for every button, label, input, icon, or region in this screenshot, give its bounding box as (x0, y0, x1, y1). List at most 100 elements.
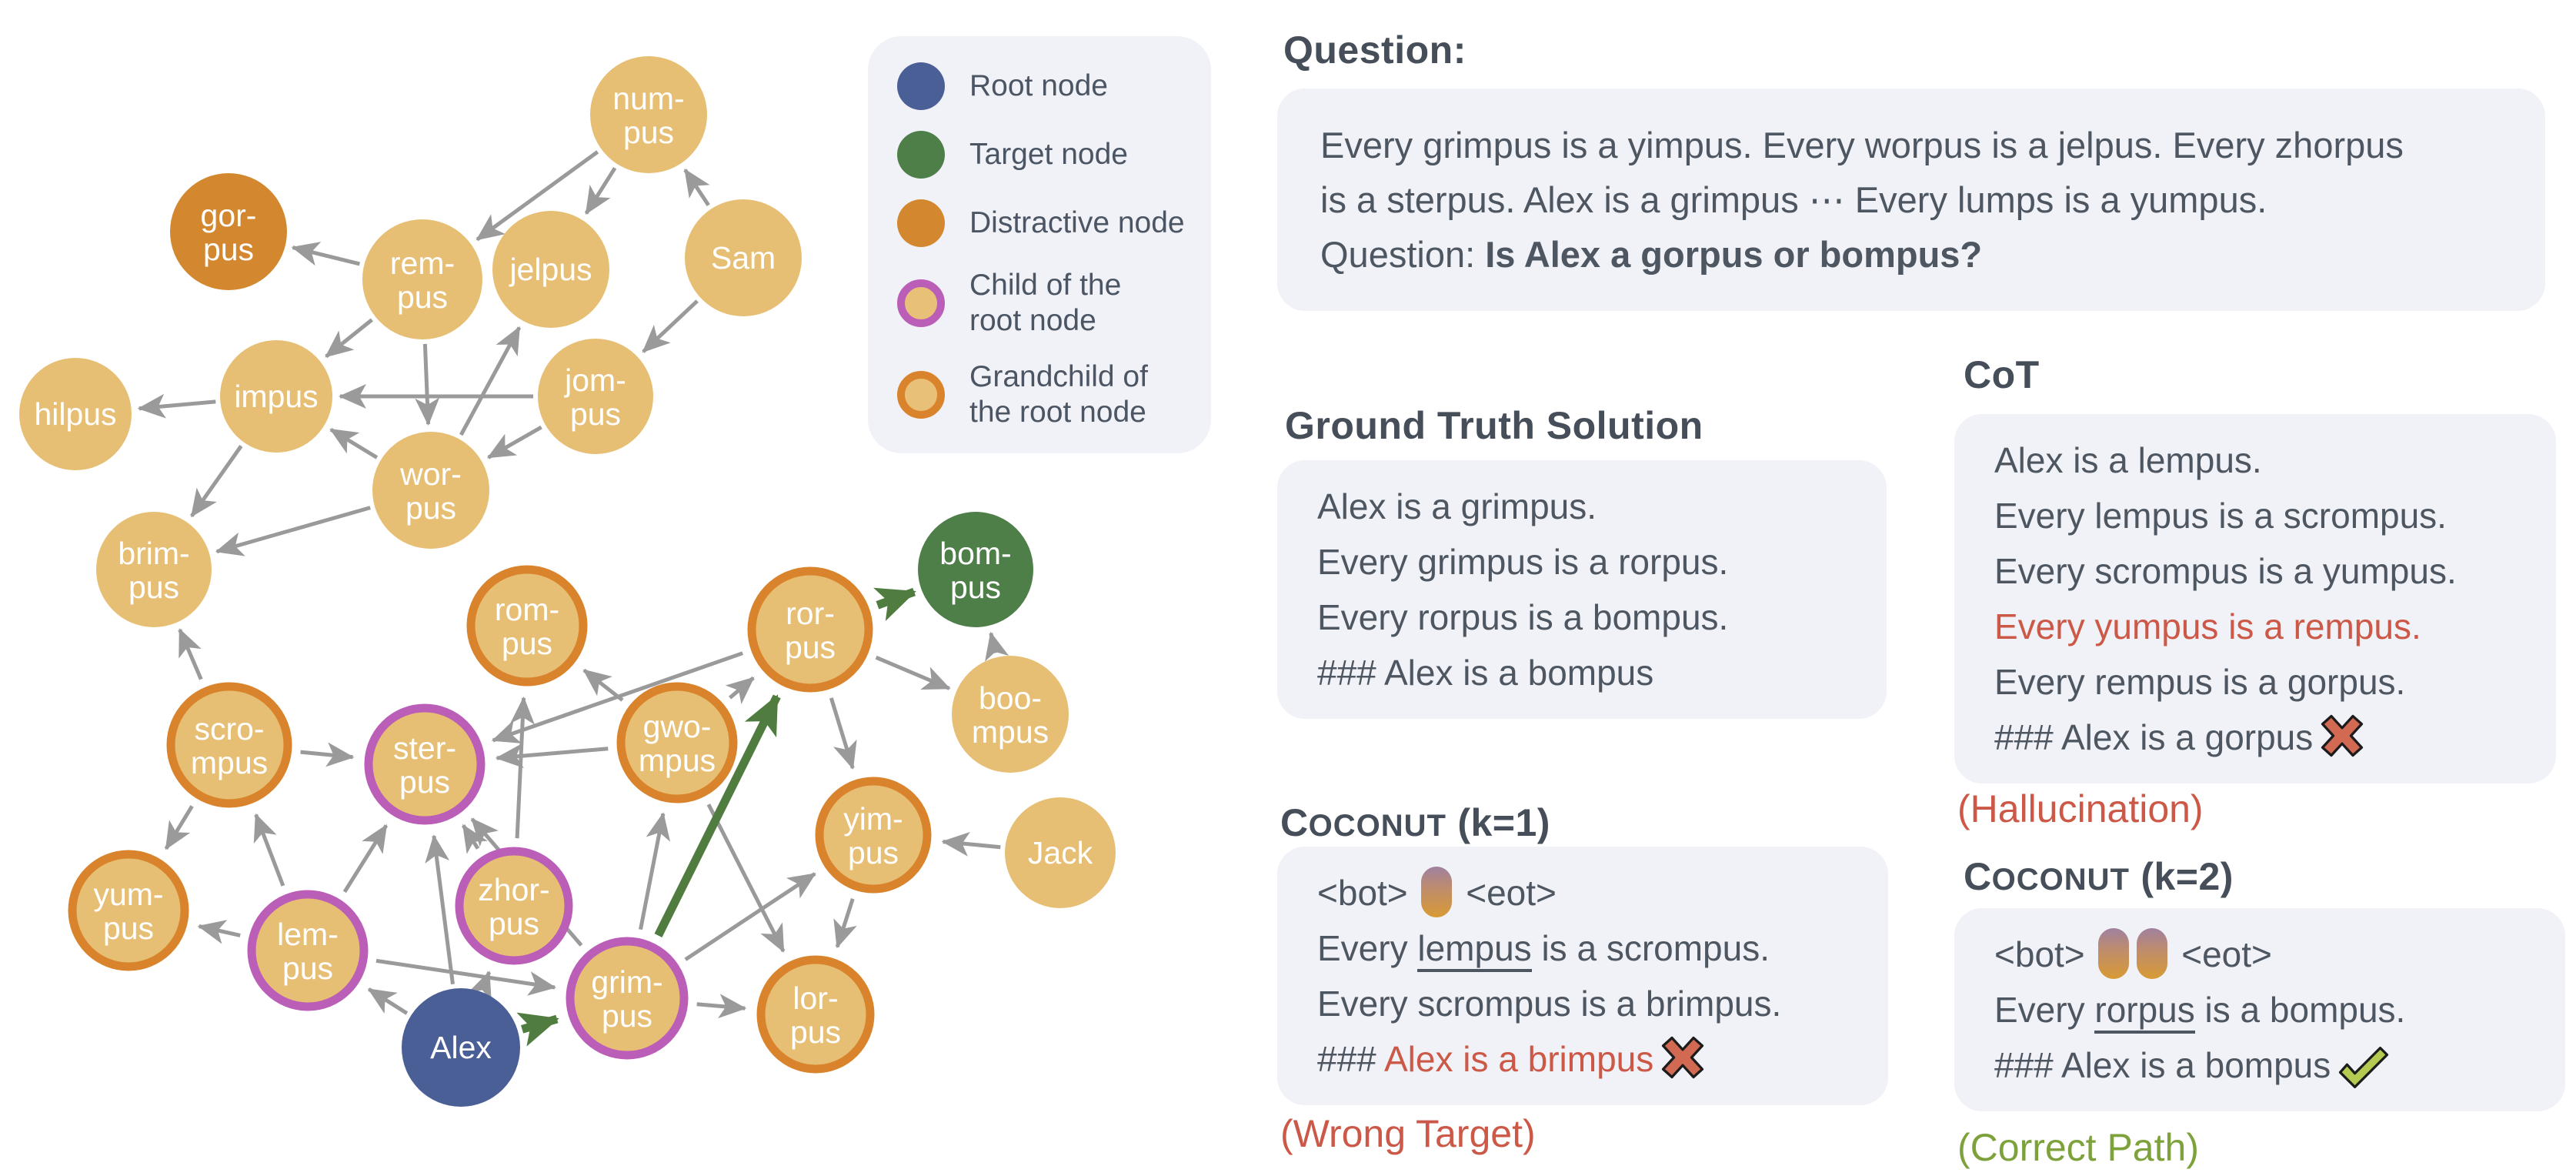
edge-numpus-rempus (475, 150, 599, 242)
edge-rempus-worpus (415, 343, 440, 426)
graph-node-yimpus: yim-pus (815, 777, 932, 894)
svg-text:gwo-mpus: gwo-mpus (639, 709, 716, 778)
graph-node-jompus: jom-pus (538, 339, 653, 454)
edge-rempus-gorpus (291, 242, 360, 266)
edge-gwompus-sterpus (495, 743, 609, 769)
graph-node-sterpus: ster-pus (364, 703, 486, 825)
coconut-k2-bubble: <bot> <eot>Every rorpus is a bompus.### … (1954, 908, 2565, 1111)
text-line: Question: Is Alex a gorpus or bompus? (1320, 234, 1983, 275)
edge-Sam-numpus (683, 169, 710, 206)
edge-lempus-sterpus (342, 824, 389, 894)
svg-text:rom-pus: rom-pus (495, 592, 559, 661)
graph-node-boompus: boo-mpus (952, 656, 1069, 773)
svg-text:ster-pus: ster-pus (393, 730, 456, 800)
edge-zhorpus-sterpus (461, 824, 488, 854)
edge-grimpus-yimpus (684, 872, 816, 961)
legend-item-root: Root node (897, 62, 1188, 110)
legend-label: Target node (969, 137, 1128, 171)
text-line: Alex is a lempus. (1994, 440, 2262, 480)
edge-scrompus-yumpus (164, 805, 194, 850)
check-icon (2339, 1046, 2389, 1089)
svg-text:wor-pus: wor-pus (399, 456, 462, 526)
edge-Alex-lempus (367, 987, 409, 1015)
graph-node-scrompus: scro-mpus (166, 682, 292, 808)
edge-scrompus-sterpus (300, 742, 355, 767)
graph-node-rompus: rom-pus (466, 565, 588, 687)
svg-text:Jack: Jack (1028, 835, 1093, 870)
text-line: Every rorpus is a bompus. (1994, 982, 2525, 1037)
graph-node-gwompus: gwo-mpus (616, 682, 738, 803)
graph-node-hilpus: hilpus (19, 358, 132, 470)
svg-text:impus: impus (234, 379, 318, 414)
text-line: ### Alex is a bompus (1994, 1037, 2525, 1093)
graph-nodes: num-pus gor-pus rem-pus jelpus Sam impus jom-p… (19, 56, 1116, 1107)
svg-text:brim-pus: brim-pus (118, 536, 189, 605)
text-line: Every scrompus is a yumpus. (1994, 551, 2457, 591)
question-title: Question: (1283, 28, 1467, 72)
text-line: Every lempus is a scrompus. (1994, 496, 2447, 536)
coconut-k2-caption: (Correct Path) (1957, 1126, 2199, 1169)
edge-Jack-yimpus (941, 831, 1001, 857)
svg-text:bom-pus: bom-pus (939, 536, 1011, 605)
question-bubble: Every grimpus is a yimpus. Every worpus … (1277, 89, 2545, 311)
graph-node-Sam: Sam (685, 199, 802, 316)
edge-lempus-scrompus (253, 813, 285, 887)
graph-node-numpus: num-pus (590, 56, 707, 173)
graph-edges-green (516, 587, 916, 1047)
text-line: <bot> <eot> (1994, 927, 2525, 982)
cot-bubble: Alex is a lempus. Every lempus is a scrom… (1954, 414, 2556, 783)
child-node-swatch-icon (897, 279, 945, 328)
edge-rorpus-boompus (875, 655, 951, 690)
edge-Alex-sterpus (425, 834, 455, 985)
relationship-graph: num-pus gor-pus rem-pus jelpus Sam impus jom-p… (19, 56, 1116, 1107)
text-line: ### Alex is a brimpus (1317, 1031, 1848, 1087)
graph-node-rorpus: ror-pus (747, 566, 873, 693)
svg-text:ror-pus: ror-pus (785, 596, 836, 665)
svg-text:Sam: Sam (711, 240, 776, 276)
graph-node-jelpus: jelpus (492, 211, 609, 328)
text-line: Every lempus is a scrompus. (1317, 920, 1848, 976)
thought-pill-icon (2098, 928, 2130, 979)
text-line: Every yumpus is a rempus. (1994, 606, 2421, 646)
graph-node-Jack: Jack (1005, 797, 1116, 908)
svg-text:zhor-pus: zhor-pus (478, 872, 549, 941)
graph-node-gorpus: gor-pus (170, 173, 287, 290)
graph-node-worpus: wor-pus (372, 432, 489, 549)
edge-Alex-grimpus (516, 1012, 559, 1047)
svg-text:lem-pus: lem-pus (277, 917, 339, 986)
text-line: <bot> <eot> (1317, 865, 1848, 920)
svg-text:num-pus: num-pus (612, 81, 684, 150)
edge-lempus-grimpus (375, 958, 556, 996)
edge-worpus-impus (329, 427, 379, 459)
coconut-k2-title: COCONUT (k=2) (1964, 855, 2234, 898)
text-line: Every rempus is a gorpus. (1994, 662, 2406, 702)
svg-text:grim-pus: grim-pus (591, 964, 662, 1034)
text-line: Every grimpus is a yimpus. Every worpus … (1320, 125, 2404, 165)
text-line: is a sterpus. Alex is a grimpus ⋯ Every … (1320, 179, 2267, 220)
cross-icon (1662, 1036, 1704, 1079)
edge-worpus-brimpus (215, 506, 371, 556)
svg-text:hilpus: hilpus (34, 396, 116, 432)
legend-item-distractive: Distractive node (897, 199, 1188, 247)
distractive-node-swatch-icon (897, 199, 945, 247)
edge-rorpus-sterpus (491, 651, 744, 743)
ground-truth-bubble: Alex is a grimpus.Every grimpus is a ror… (1277, 460, 1887, 719)
edge-impus-brimpus (190, 445, 243, 518)
graph-node-impus: impus (220, 340, 332, 453)
edge-rorpus-bompus (873, 587, 916, 621)
ground-truth-title: Ground Truth Solution (1285, 404, 1703, 447)
svg-text:yim-pus: yim-pus (843, 801, 903, 870)
svg-text:rem-pus: rem-pus (390, 246, 455, 315)
edge-numpus-jelpus (584, 166, 617, 215)
graph-node-grimpus: grim-pus (566, 937, 689, 1060)
text-line: Alex is a grimpus. (1317, 486, 1597, 526)
edge-grimpus-gwompus (639, 812, 671, 930)
text-line: Every rorpus is a bompus. (1317, 597, 1729, 637)
edge-lempus-yumpus (197, 920, 241, 944)
cot-caption: (Hallucination) (1957, 787, 2204, 830)
